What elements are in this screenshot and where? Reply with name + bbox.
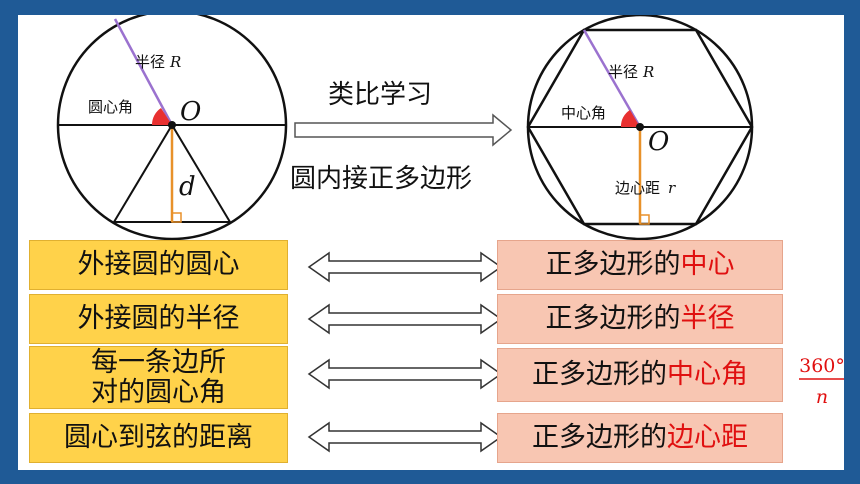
center-symbol: O	[180, 97, 201, 127]
polygon-caption: 圆内接正多边形	[290, 164, 472, 194]
circle-center-text: 外接圆的圆心	[77, 249, 240, 280]
formula-denominator: n	[816, 386, 828, 408]
double-arrow-icon	[307, 358, 503, 390]
radius-line	[113, 18, 174, 126]
polygon-apothem-prefix: 正多边形的	[532, 422, 667, 453]
polygon-central-angle-highlight: 中心角	[667, 359, 748, 390]
angle-label: 圆心角	[88, 98, 133, 116]
hexagon-figure: 半径 R 中心角 O 边心距 r	[526, 15, 754, 241]
hexagon-right-angle-mark	[639, 214, 650, 225]
hollow-arrow-icon	[294, 113, 513, 147]
polygon-apothem-box: 正多边形的边心距	[497, 413, 783, 463]
polygon-center-box: 正多边形的中心	[497, 240, 783, 290]
circle-figure: 半径 R 圆心角 O d	[56, 15, 288, 241]
polygon-center-prefix: 正多边形的	[545, 249, 681, 280]
circle-radius-text: 外接圆的半径	[77, 303, 240, 334]
apothem-symbol: r	[668, 179, 676, 197]
double-arrow-icon	[307, 251, 503, 283]
hexagon-radius-line	[582, 29, 642, 128]
hexagon-angle-mark	[620, 110, 640, 127]
double-arrow-icon	[307, 421, 503, 453]
polygon-apothem-highlight: 边心距	[667, 422, 748, 453]
double-arrows	[307, 251, 503, 453]
analogy-label: 类比学习	[328, 80, 432, 110]
hexagon-center-symbol: O	[648, 127, 669, 157]
polygon-central-angle-prefix: 正多边形的	[532, 359, 667, 390]
polygon-radius-prefix: 正多边形的	[545, 303, 681, 334]
formula-numerator: 360°	[799, 355, 844, 377]
circle-central-angle-line1: 每一条边所	[91, 346, 226, 378]
central-angle-formula: 360° n	[799, 355, 844, 408]
chord-distance-text: 圆心到弦的距离	[64, 422, 253, 453]
hexagon-center-point	[636, 123, 644, 131]
distance-symbol: d	[179, 172, 196, 202]
central-angle-mark	[151, 108, 172, 125]
hexagon-angle-label: 中心角	[561, 104, 606, 122]
polygon-central-angle-box: 正多边形的中心角	[497, 348, 783, 402]
circle-central-angle-box: 每一条边所 对的圆心角	[29, 346, 288, 409]
polygon-radius-highlight: 半径	[680, 303, 735, 334]
circle-central-angle-line2: 对的圆心角	[91, 376, 226, 408]
analogy-arrow: 类比学习 圆内接正多边形	[290, 80, 513, 194]
slide-canvas: 半径 R 圆心角 O d 类比学习 圆内接正多边形 半径 R 中心角 O 边心	[18, 15, 844, 470]
apothem-label: 边心距	[615, 179, 660, 197]
hexagon-radius-label: 半径	[608, 63, 638, 81]
polygon-center-highlight: 中心	[680, 249, 735, 280]
circle-center-box: 外接圆的圆心	[29, 240, 288, 290]
center-point	[168, 121, 176, 129]
geometry-diagram: 半径 R 圆心角 O d 类比学习 圆内接正多边形 半径 R 中心角 O 边心	[56, 15, 844, 453]
radius-symbol: R	[169, 53, 181, 71]
polygon-radius-box: 正多边形的半径	[497, 294, 783, 344]
right-angle-mark	[171, 212, 182, 223]
chord-distance-box: 圆心到弦的距离	[29, 413, 288, 463]
hexagon-radius-symbol: R	[642, 63, 654, 81]
double-arrow-icon	[307, 303, 503, 335]
radius-label: 半径	[135, 53, 165, 71]
circle-radius-box: 外接圆的半径	[29, 294, 288, 344]
